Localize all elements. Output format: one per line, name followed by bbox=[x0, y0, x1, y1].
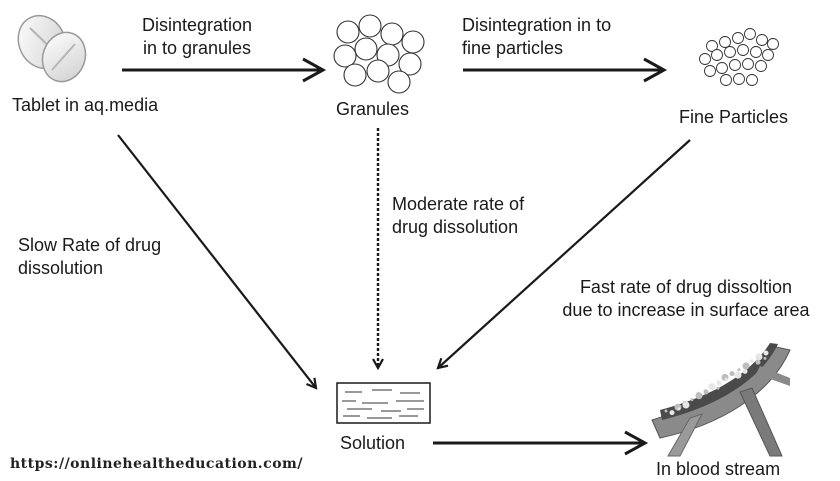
blood-cell bbox=[755, 359, 761, 365]
particle-circle bbox=[366, 59, 390, 83]
particle-circle bbox=[699, 53, 711, 65]
blood-cell bbox=[742, 362, 750, 370]
blood-cell bbox=[695, 392, 703, 400]
particle-circle bbox=[343, 63, 367, 87]
particle-circle bbox=[333, 44, 357, 68]
particle-circle bbox=[720, 74, 732, 86]
particle-circle bbox=[336, 20, 360, 44]
blood-cell bbox=[755, 353, 763, 361]
particle-circle bbox=[742, 58, 754, 70]
particle-circle bbox=[719, 36, 731, 48]
node-label-granules: Granules bbox=[336, 99, 410, 119]
node-label-solution: Solution bbox=[340, 433, 406, 453]
blood-cell bbox=[677, 407, 681, 411]
node-label-fine-particles: Fine Particles bbox=[679, 107, 789, 127]
edge-label-line: Moderate rate of bbox=[392, 194, 525, 214]
node-label-blood-stream: In blood stream bbox=[656, 459, 781, 479]
particle-circle bbox=[711, 49, 723, 61]
particle-circle bbox=[387, 70, 411, 94]
arrow-tablet-to-solution bbox=[117, 134, 316, 388]
edge-label-line: Slow Rate of drug bbox=[18, 235, 162, 255]
particle-circle bbox=[744, 28, 756, 40]
fine-particles-icon bbox=[699, 28, 779, 86]
edge-label-granules-to-solution: Moderate rate of drug dissolution bbox=[392, 193, 524, 239]
edge-label-tablet-to-solution: Slow Rate of drug dissolution bbox=[18, 234, 161, 280]
blood-cell bbox=[708, 383, 716, 391]
particle-circle bbox=[354, 37, 378, 61]
edge-label-line: due to increase in surface area bbox=[562, 300, 810, 320]
edge-label-line: Fast rate of drug dissoltion bbox=[579, 277, 793, 297]
edge-label-line: Disintegration in to bbox=[462, 15, 612, 35]
particle-circle bbox=[401, 30, 425, 54]
blood-cell bbox=[750, 359, 754, 363]
solution-icon bbox=[336, 382, 431, 424]
tablet-icon bbox=[17, 14, 87, 83]
edge-label-line: fine particles bbox=[462, 38, 564, 58]
particle-circle bbox=[716, 62, 728, 74]
particle-circle bbox=[756, 34, 768, 46]
arrow-fine-particles-to-solution bbox=[438, 139, 691, 368]
blood-cell bbox=[729, 371, 735, 377]
blood-cell bbox=[716, 380, 722, 386]
particle-circle bbox=[733, 73, 745, 85]
edge-label-fine-to-solution: Fast rate of drug dissoltion due to incr… bbox=[552, 276, 820, 322]
edge-label-line: dissolution bbox=[18, 258, 104, 278]
particle-circle bbox=[737, 44, 749, 56]
blood-cell bbox=[742, 368, 748, 374]
particle-circle bbox=[762, 49, 774, 61]
blood-cell bbox=[716, 386, 720, 390]
particle-circle bbox=[755, 60, 767, 72]
particle-circle bbox=[724, 46, 736, 58]
blood-cell bbox=[724, 377, 728, 381]
particle-circle bbox=[750, 46, 762, 58]
particle-circle bbox=[767, 38, 779, 50]
granules-icon bbox=[333, 14, 425, 94]
edge-label-line: in to granules bbox=[142, 38, 252, 58]
particle-circle bbox=[704, 65, 716, 77]
blood-vessel-icon bbox=[651, 343, 791, 457]
edge-label-line: drug dissolution bbox=[392, 217, 519, 237]
blood-cell bbox=[737, 368, 741, 372]
blood-cell bbox=[763, 350, 769, 356]
edge-label-tablet-to-granules: Disintegration in to granules bbox=[122, 14, 272, 60]
node-label-tablet: Tablet in aq.media bbox=[12, 95, 159, 115]
particle-circle bbox=[398, 52, 422, 76]
blood-cell bbox=[763, 356, 767, 360]
blood-cell bbox=[734, 371, 742, 379]
particle-circle bbox=[380, 22, 404, 46]
edge-label-line: Disintegration bbox=[141, 15, 253, 35]
blood-cell bbox=[690, 398, 694, 402]
particle-circle bbox=[358, 14, 382, 38]
blood-cell bbox=[664, 409, 668, 413]
source-url: https://onlinehealtheducation.com/ bbox=[10, 456, 303, 472]
edge-label-granules-to-fine: Disintegration in to fine particles bbox=[462, 14, 611, 60]
particle-circle bbox=[746, 74, 758, 86]
blood-cell bbox=[703, 389, 709, 395]
particle-circle bbox=[729, 59, 741, 71]
blood-cell bbox=[682, 401, 690, 409]
particle-circle bbox=[732, 32, 744, 44]
blood-cell bbox=[669, 410, 675, 416]
particle-circle bbox=[706, 40, 718, 52]
